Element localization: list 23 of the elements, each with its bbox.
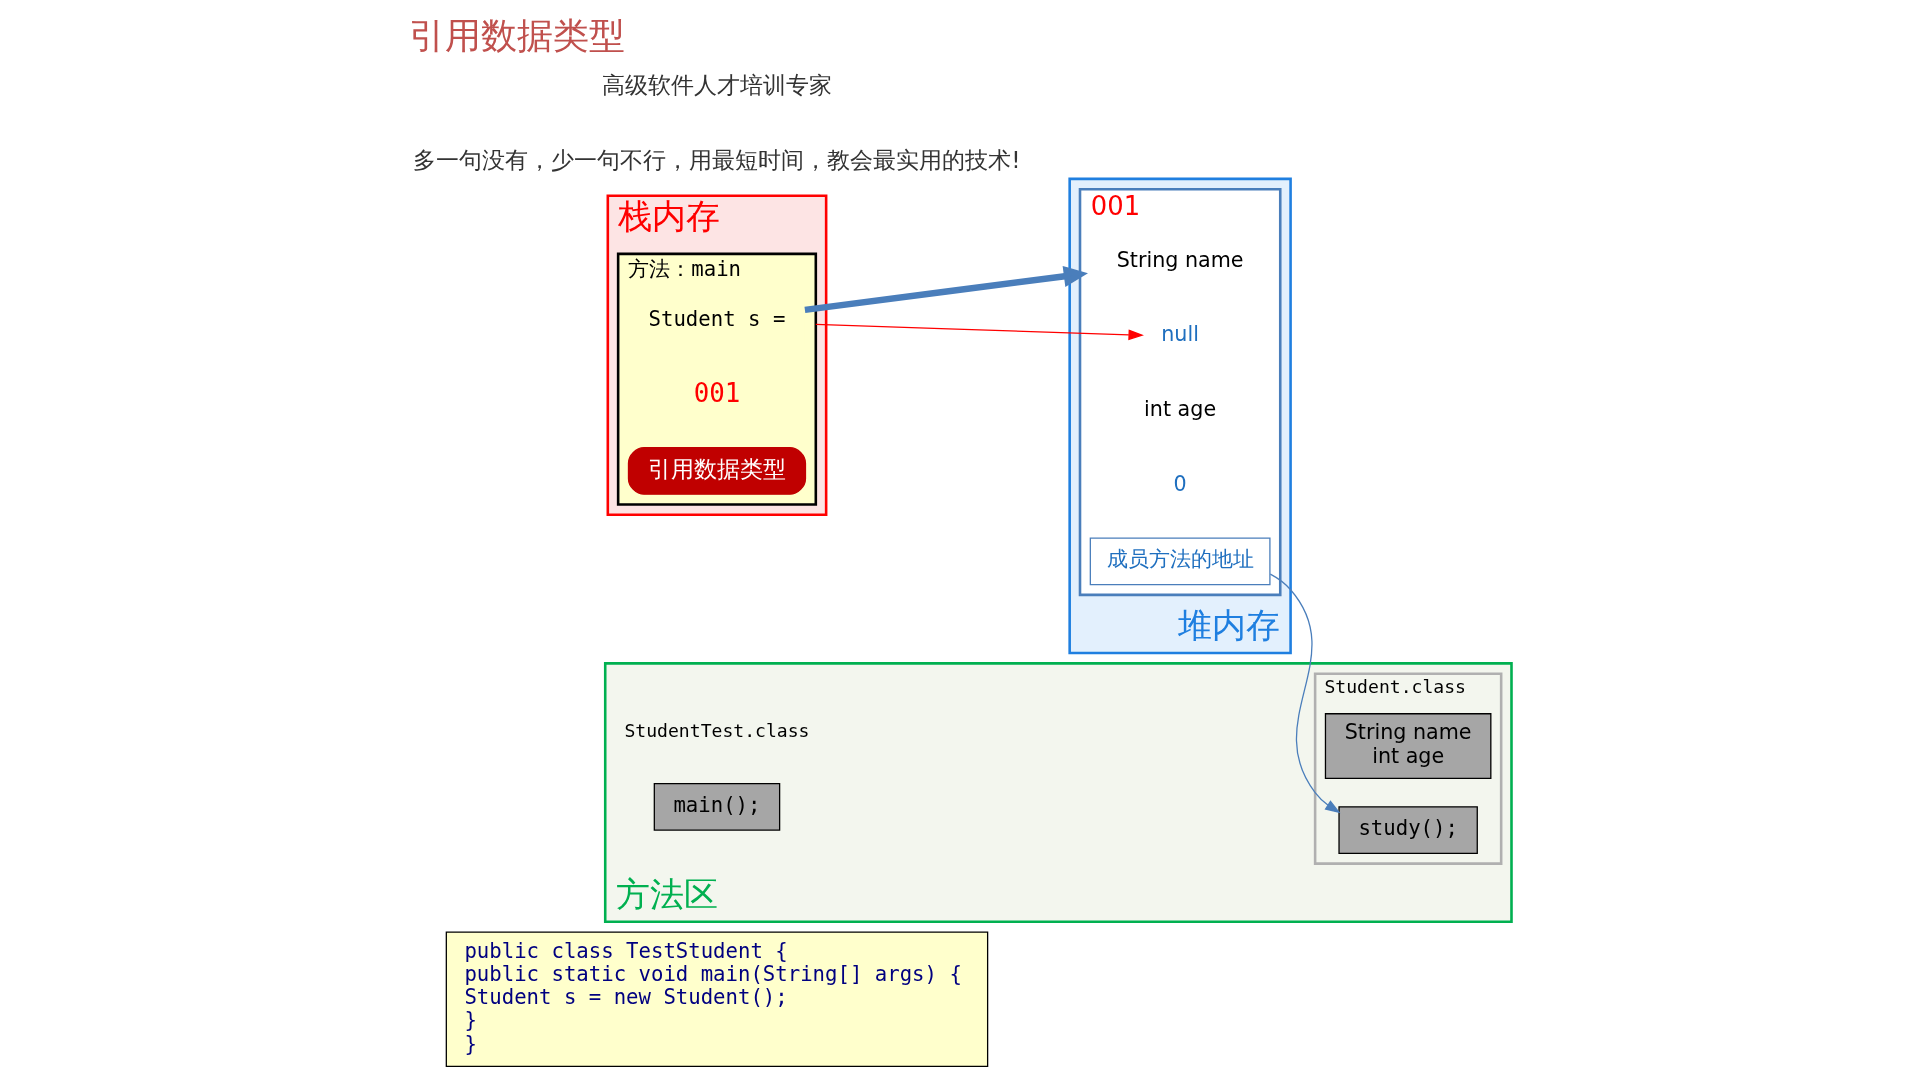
- node-box: main();: [653, 782, 780, 831]
- node-label: 001: [1090, 191, 1140, 222]
- diagram-title: 引用数据类型: [408, 13, 625, 57]
- node-box: 成员方法的地址: [1089, 537, 1271, 586]
- node-text: Student s =: [648, 306, 785, 331]
- node-text: null: [1160, 322, 1199, 347]
- node-box: String name int age: [1324, 713, 1491, 779]
- node-label: 001: [693, 378, 740, 409]
- arrow: [814, 323, 1144, 341]
- label: 高级软件人才培训专家: [601, 70, 832, 98]
- cluster: [1078, 187, 1282, 597]
- node-box: study();: [1337, 806, 1478, 854]
- node-text: String name: [1116, 247, 1244, 272]
- node-label: StudentTest.class: [623, 719, 809, 741]
- cluster: [1313, 672, 1502, 865]
- node-box: public class TestStudent { public static void main(String[] args) { Student s = new Student(); } }: [445, 931, 988, 1068]
- label: 多一句没有，少一句不行，用最短时间，教会最实用的技术!: [412, 145, 1021, 173]
- arrow: [1269, 573, 1341, 814]
- node-text: int age: [1143, 397, 1216, 422]
- node-label: Student.class: [1323, 676, 1466, 698]
- arrow: [803, 265, 1088, 314]
- node-text: 0: [1173, 472, 1187, 497]
- node-box: 引用数据类型: [627, 447, 806, 495]
